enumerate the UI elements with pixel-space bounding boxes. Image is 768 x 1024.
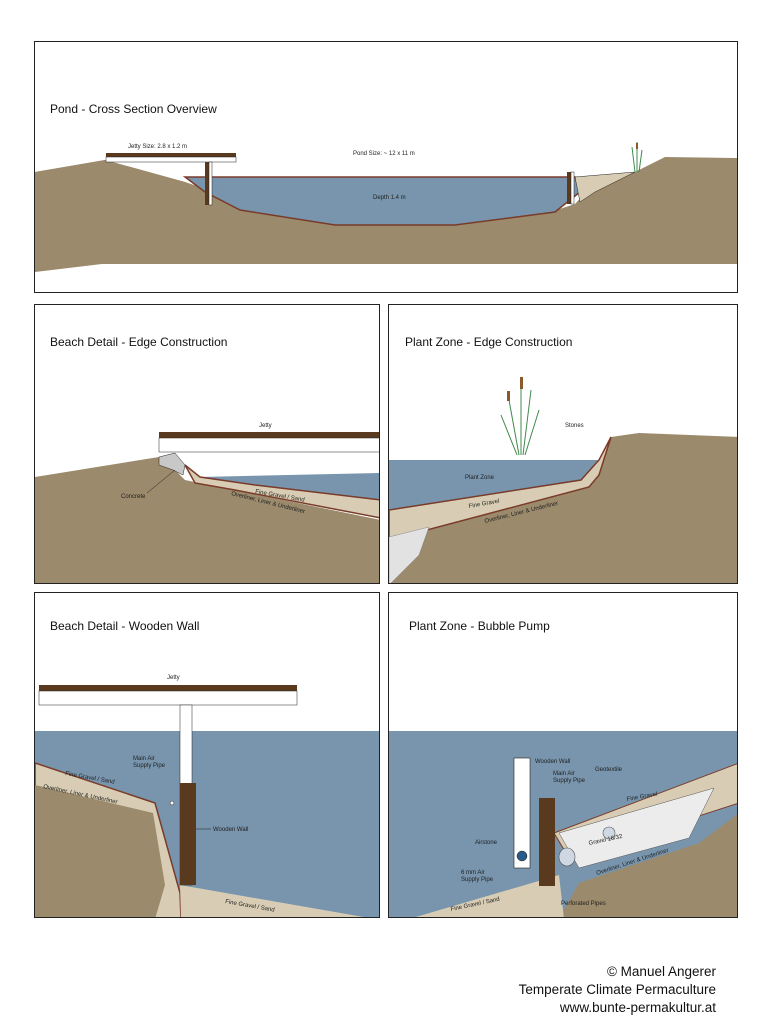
wooden-wall	[567, 172, 571, 204]
jetty	[159, 432, 379, 438]
stones	[389, 526, 430, 583]
main-air-pipe	[169, 800, 175, 806]
water	[389, 460, 599, 510]
jetty	[106, 153, 236, 157]
label-fine-gravel: Fine Gravel	[468, 499, 500, 510]
label-perforated: Perforated Pipes	[561, 901, 606, 907]
label-pond-size: Pond Size: ~ 12 x 11 m	[353, 151, 415, 157]
label-fine-gravel: Fine Gravel	[626, 792, 658, 803]
label-wooden-wall: Wooden Wall	[213, 827, 248, 833]
earth	[389, 433, 737, 583]
panel-title: Beach Detail - Wooden Wall	[50, 619, 200, 633]
panel-bubble-pump: Plant Zone - Bubble Pump Wooden Wall Mai…	[388, 592, 738, 918]
panel-title: Plant Zone - Edge Construction	[405, 335, 573, 349]
label-jetty: Jetty	[167, 675, 180, 681]
jetty	[39, 685, 297, 691]
concrete	[158, 452, 186, 476]
overview-diagram: Jetty Size: 2.8 x 1.2 m Pond Size: ~ 12 …	[35, 142, 737, 272]
label-concrete: Concrete	[121, 494, 146, 500]
footer-org: Temperate Climate Permaculture	[518, 982, 716, 997]
footer-url[interactable]: www.bunte-permakultur.at	[559, 1000, 716, 1015]
panel-title: Plant Zone - Bubble Pump	[409, 619, 550, 633]
panel-title: Beach Detail - Edge Construction	[50, 335, 228, 349]
water	[200, 473, 379, 500]
wooden-wall	[539, 798, 555, 886]
earth	[35, 785, 165, 917]
perforated-pipe	[558, 847, 576, 867]
label-geotextile: Geotextile	[595, 767, 623, 773]
bubble-pipe	[513, 757, 531, 869]
panel-plant-edge: Plant Zone - Edge Construction Stones Pl…	[388, 304, 738, 584]
copyright-footer: © Manuel Angerer Temperate Climate Perma…	[519, 963, 716, 1017]
label-wooden-wall: Wooden Wall	[535, 759, 570, 765]
plant-edge-diagram: Stones Plant Zone Fine Gravel Overliner,…	[389, 377, 737, 583]
beach-edge-diagram: Jetty Concrete Fine Gravel / Sand Overli…	[35, 423, 379, 583]
label-airstone: Airstone	[475, 840, 498, 846]
reeds	[500, 380, 540, 456]
panel-overview: Pond - Cross Section Overview Jetty Size…	[34, 41, 738, 293]
panel-beach-edge: Beach Detail - Edge Construction Jetty C…	[34, 304, 380, 584]
label-depth: Depth 1.4 m	[373, 195, 406, 201]
wooden-wall	[180, 783, 196, 885]
earth	[560, 814, 737, 917]
airstone	[516, 850, 528, 862]
label-jetty: Jetty	[259, 423, 272, 429]
footer-author: © Manuel Angerer	[606, 964, 716, 979]
panel-title: Pond - Cross Section Overview	[50, 102, 217, 116]
label-stones: Stones	[565, 423, 584, 429]
panel-beach-wall: Beach Detail - Wooden Wall Jetty Main Ai…	[34, 592, 380, 918]
gravel	[184, 464, 379, 519]
label-jetty-size: Jetty Size: 2.8 x 1.2 m	[128, 144, 187, 150]
jetty-post	[205, 162, 209, 205]
label-plant-zone: Plant Zone	[465, 475, 495, 481]
earth	[35, 457, 379, 583]
